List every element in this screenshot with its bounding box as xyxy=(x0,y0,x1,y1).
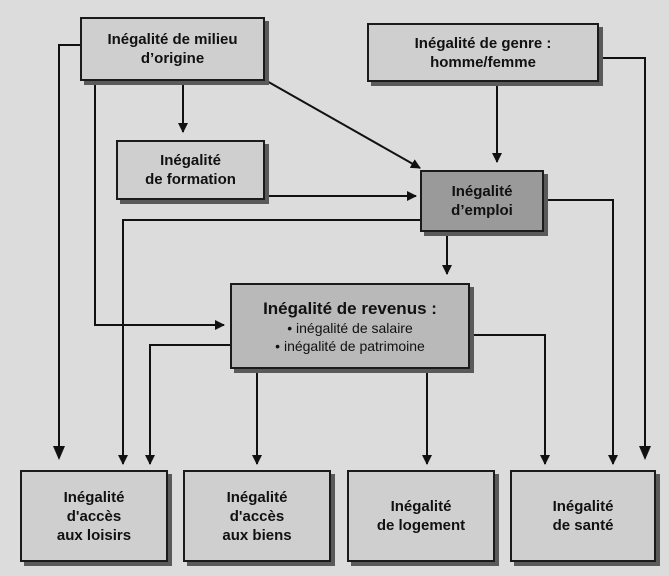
node-revenus-title: Inégalité de revenus : xyxy=(263,298,437,318)
arrow-milieu-revenus xyxy=(94,80,225,330)
node-revenus-item-patrimoine: inégalité de patrimoine xyxy=(275,337,425,355)
arrow-milieu-emploi xyxy=(264,79,421,169)
arrow-emploi-sante xyxy=(544,199,618,465)
arrow-milieu-loisirs xyxy=(53,44,80,460)
node-revenus-item-salaire: inégalité de salaire xyxy=(287,319,413,337)
node-logement-line-2: de logement xyxy=(376,517,466,534)
node-formation-line-2: de formation xyxy=(145,171,236,188)
node-emploi-line-2: d’emploi xyxy=(451,202,513,219)
node-acces-loisirs-line-2: d'accès xyxy=(66,507,122,525)
node-genre: Inégalité de genre : homme/femme xyxy=(367,23,599,82)
node-formation-line-1: Inégalité xyxy=(160,152,221,169)
arrow-revenus-sante xyxy=(470,334,550,465)
node-milieu-origine: Inégalité de milieu d’origine xyxy=(80,17,265,81)
node-genre-line-1: Inégalité de genre : xyxy=(414,34,552,52)
node-acces-loisirs-line-1: Inégalité xyxy=(63,488,125,506)
node-acces-biens-line-3: aux biens xyxy=(222,526,292,544)
arrow-emploi-loisirs xyxy=(118,219,420,465)
arrow-revenus-loisirs xyxy=(145,344,230,465)
node-emploi-line-1: Inégalité xyxy=(451,183,513,200)
node-sante-line-1: Inégalité xyxy=(552,498,614,515)
node-acces-loisirs-line-3: aux loisirs xyxy=(56,526,132,544)
node-milieu-origine-line-2: d’origine xyxy=(140,50,205,67)
node-formation: Inégalité de formation xyxy=(116,140,265,200)
node-acces-biens-line-2: d'accès xyxy=(229,507,285,525)
node-acces-loisirs: Inégalité d'accès aux loisirs xyxy=(20,470,168,562)
node-sante: Inégalité de santé xyxy=(510,470,656,562)
node-sante-line-2: de santé xyxy=(552,517,614,534)
arrow-genre-sante xyxy=(599,57,651,460)
node-genre-line-2: homme/femme xyxy=(430,53,536,71)
node-milieu-origine-line-1: Inégalité de milieu xyxy=(107,31,238,48)
node-acces-biens: Inégalité d'accès aux biens xyxy=(183,470,331,562)
node-emploi: Inégalité d’emploi xyxy=(420,170,544,232)
node-logement-line-1: Inégalité xyxy=(390,498,452,515)
node-revenus: Inégalité de revenus : inégalité de sala… xyxy=(230,283,470,369)
node-logement: Inégalité de logement xyxy=(347,470,495,562)
node-acces-biens-line-1: Inégalité xyxy=(226,488,288,506)
